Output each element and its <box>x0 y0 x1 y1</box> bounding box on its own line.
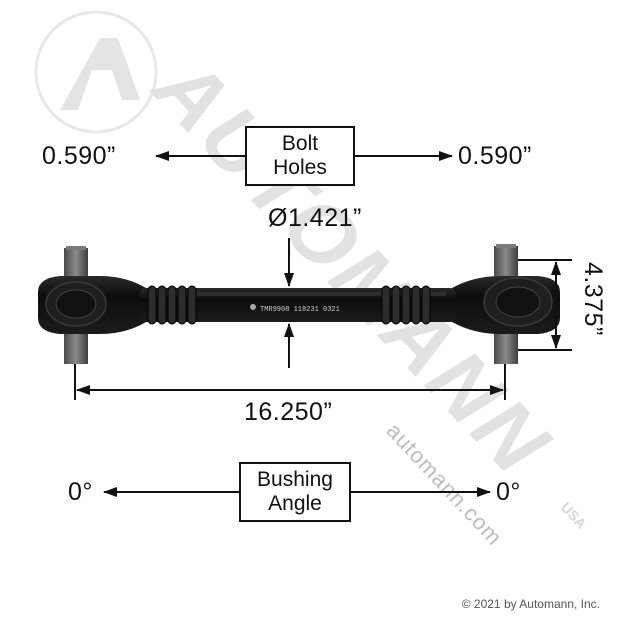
bolt-holes-right-value: 0.590” <box>458 142 532 170</box>
bolt-holes-label-line1: Bolt <box>281 131 319 155</box>
bushing-angle-right-value: 0° <box>496 478 521 506</box>
tube-diameter-value: Ø1.421” <box>268 204 362 232</box>
part-marking: TMR9908 118231 0321 <box>260 306 340 314</box>
copyright-text: © 2021 by Automann, Inc. <box>461 597 600 611</box>
bolt-holes-label-line2: Holes <box>273 156 327 179</box>
length-dimension <box>74 364 506 400</box>
bushing-angle-label-box: Bushing Angle <box>239 462 351 522</box>
bushing-angle-label-line1: Bushing <box>257 467 333 491</box>
bolt-holes-left-value: 0.590” <box>42 142 116 170</box>
torque-rod-body: TMR9908 118231 0321 <box>38 276 560 334</box>
bolt-holes-label-box: Bolt Holes <box>245 126 355 186</box>
length-value: 16.250” <box>244 398 333 426</box>
eye-width-value: 4.375” <box>579 262 607 336</box>
bushing-angle-label-line2: Angle <box>268 492 322 515</box>
bushing-angle-left-value: 0° <box>68 478 93 506</box>
eye-width-dimension <box>518 259 572 351</box>
